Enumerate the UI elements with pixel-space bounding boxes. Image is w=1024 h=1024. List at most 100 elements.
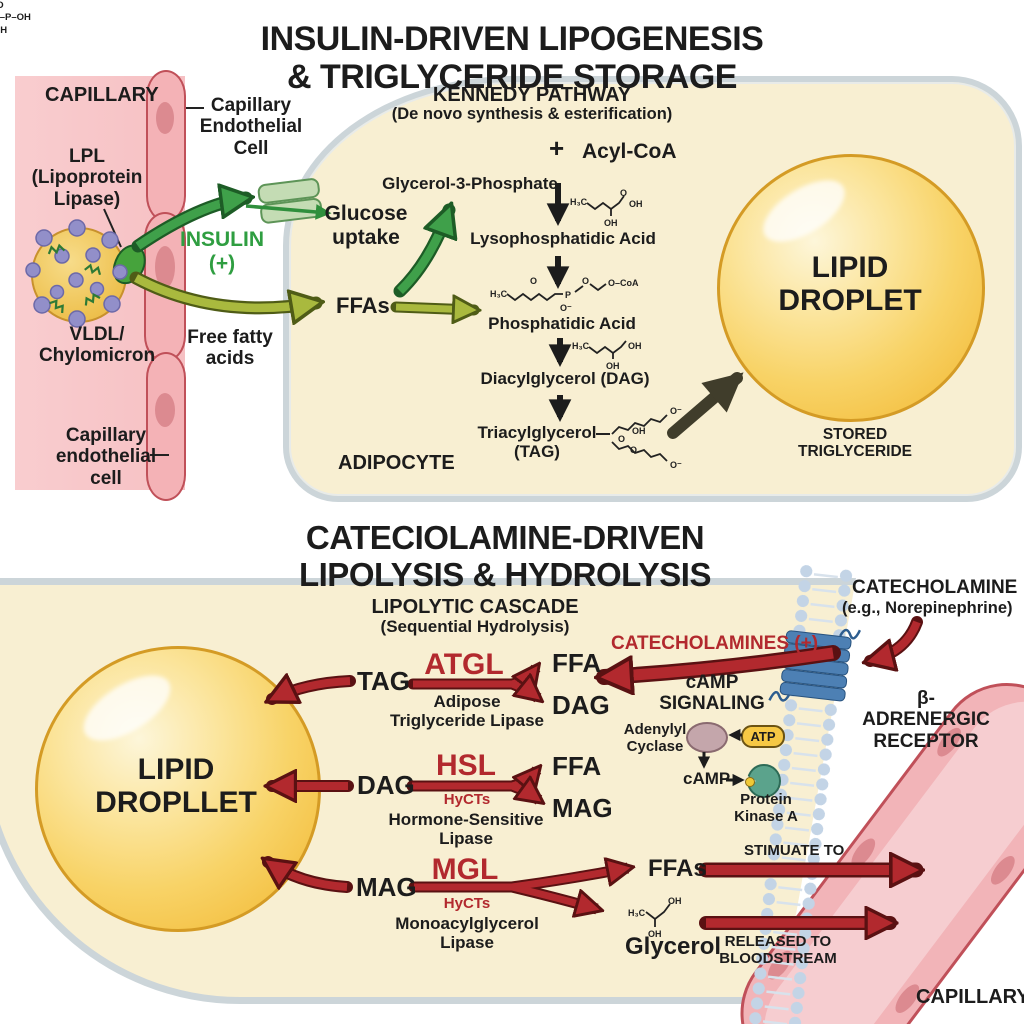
diacylglycerol-label: Diacylglycerol (DAG) [480, 369, 650, 388]
chem-label: H₃C [572, 341, 590, 351]
cell-nucleus [155, 246, 175, 288]
lipid-droplet-label-top: LIPID DROPLET [778, 251, 922, 317]
chem-label: O [530, 276, 537, 286]
chem-label: O [630, 445, 637, 455]
bottom-title: CATECIOLAMINE-DRIVEN LIPOLYSIS & HYDROLY… [298, 519, 712, 593]
glycerol-3-phosphate-label: Glycerol-3-Phosphate [382, 174, 558, 193]
lpl-label: LPL (Lipoprotein Lipase) [31, 146, 143, 210]
chem-label: O [582, 276, 589, 286]
phosphatidic-acid-label: Phosphatidic Acid [488, 314, 636, 333]
triacylglycerol-structure: O⁻ O⁻ O OH O [611, 406, 682, 470]
stimulate-to-label: STIMUATE TO [744, 842, 845, 859]
row2-product-2: MAG [552, 793, 613, 823]
g3p-structure-o: O [0, 0, 512, 12]
plus-sign: + [549, 133, 565, 163]
capillary-label-bottom: CAPILLARY [916, 986, 1024, 1008]
chem-label: O–CoA [608, 278, 639, 288]
chem-label: OH [606, 361, 620, 370]
top-title: INSULIN-DRIVEN LIPOGENESIS & TRIGLYCERID… [260, 20, 764, 97]
phosphatidic-acid-structure: H₃C O P O⁻ O O–CoA [490, 276, 639, 313]
fatty-acid-structure: H₃C OH OH [572, 340, 642, 370]
capillary-label-top: CAPILLARY [45, 84, 159, 106]
acyl-coa-label: Acyl-CoA [582, 140, 677, 163]
beta-adrenergic-receptor-shape [768, 628, 862, 702]
droplet-highlight [73, 662, 181, 754]
plasma-membrane-bilayer [745, 562, 862, 1024]
adenylyl-cyclase-label: Adenylyl Cyclase [623, 721, 687, 755]
atp-badge: ATP [741, 725, 785, 748]
chem-label: O⁻ [670, 460, 682, 470]
camp-signaling-label: cAMP SIGNALING [659, 672, 765, 715]
fatty-acid-structure: H₃C O OH OH [570, 188, 643, 228]
chem-label: OH [629, 199, 643, 209]
released-to-bloodstream-label: RELEASED TO BLOODSTREAM [719, 933, 837, 967]
chem-label: H₃C [490, 289, 508, 299]
chem-label: O [620, 188, 627, 198]
row1-product-1: FFA [552, 648, 602, 678]
chem-label: O⁻ [560, 303, 572, 313]
chem-label: P [565, 290, 571, 300]
chem-label: O [618, 434, 625, 444]
kennedy-pathway-subtitle: (De novo synthesis & esterification) [391, 105, 673, 123]
catecholamine-example-label: (e.g., Norepinephrine) [842, 599, 1013, 617]
droplet-highlight [753, 167, 855, 255]
lysophosphatidic-acid-label: Lysophosphatidic Acid [470, 229, 656, 248]
row3-enzyme-note: HyCTs [443, 895, 491, 912]
glycerol-structure: H₃C OH OH [628, 896, 682, 938]
chem-label: OH [648, 929, 662, 938]
chem-label: OH [604, 218, 618, 228]
receptor-tail [768, 690, 791, 702]
cell-nucleus [847, 834, 880, 871]
adipocyte-label: ADIPOCYTE [338, 452, 455, 474]
chem-label: OH [632, 426, 646, 436]
lipid-droplet-label-bottom: LIPID DROPLLET [95, 753, 257, 819]
cell-nucleus [156, 102, 174, 134]
lipid-droplet-top [717, 154, 985, 422]
row1-substrate: TAG [357, 666, 410, 696]
capillary-endothelial-cell-label-bottom: Capillary endothelial cell [55, 425, 157, 489]
row2-enzyme-fullname: Hormone-Sensitive Lipase [388, 810, 544, 849]
row3-substrate: MAG [356, 872, 417, 902]
lipolytic-cascade-subtitle: (Sequential Hydrolysis) [380, 617, 570, 636]
protein-kinase-a-shape [745, 764, 781, 798]
receptor-tail [839, 628, 862, 640]
beta-adrenergic-receptor-label: β-ADRENERGIC RECEPTOR [862, 688, 990, 752]
row2-enzyme: HSL [436, 749, 496, 782]
chem-label: H₃C [628, 908, 646, 918]
g3p-structure-formula: CH₂–O–P–OH [0, 12, 31, 24]
vldl-chylomicron-label: VLDL/ Chylomicron [38, 324, 156, 367]
norepinephrine-arrow-outline [864, 616, 923, 667]
protein-kinase-a-label: Protein Kinase A [734, 791, 798, 825]
norepinephrine-arrow [870, 620, 921, 661]
free-fatty-acids-label: Free fatty acids [187, 327, 273, 370]
row2-product-1: FFA [552, 751, 602, 781]
g3p-structure: O CH₂–O–P–OH OH [0, 0, 512, 37]
chem-label: O⁻ [670, 406, 682, 416]
row3-enzyme: MGL [431, 853, 499, 886]
row3-product-2: Glycerol [625, 933, 722, 960]
cell-nucleus [155, 393, 175, 427]
chem-label: H₃C [570, 197, 588, 207]
adenylyl-cyclase-shape [686, 722, 728, 753]
atp-label: ATP [750, 729, 776, 744]
insulin-label: INSULIN (+) [180, 228, 264, 275]
row2-substrate: DAG [357, 770, 415, 800]
glucose-uptake-label: Glucose uptake [324, 202, 408, 249]
row3-product-1: FFAs [648, 855, 707, 882]
kennedy-pathway-title: KENNEDY PATHWAY [432, 84, 632, 106]
stored-triglyceride-label: STORED TRIGLYCERIDE [798, 426, 912, 461]
row2-enzyme-note: HyCTs [443, 791, 491, 808]
row1-product-2: DAG [552, 690, 610, 720]
row1-enzyme-fullname: Adipose Triglyceride Lipase [389, 692, 545, 731]
row1-enzyme: ATGL [424, 648, 504, 681]
camp-label: cAMP [683, 769, 731, 788]
glucose-transporter [256, 177, 324, 225]
row3-enzyme-fullname: Monoacylglycerol Lipase [395, 914, 539, 953]
ffas-label: FFAs [336, 293, 390, 318]
capillary-endothelial-cell-label-top: Capillary Endothelial Cell [199, 95, 303, 159]
g3p-structure-oh: OH [0, 24, 8, 36]
triacylglycerol-label: Triacylglycerol (TAG) [477, 423, 597, 462]
lipolytic-cascade-title: LIPOLYTIC CASCADE [371, 596, 579, 618]
chem-label: OH [628, 341, 642, 351]
